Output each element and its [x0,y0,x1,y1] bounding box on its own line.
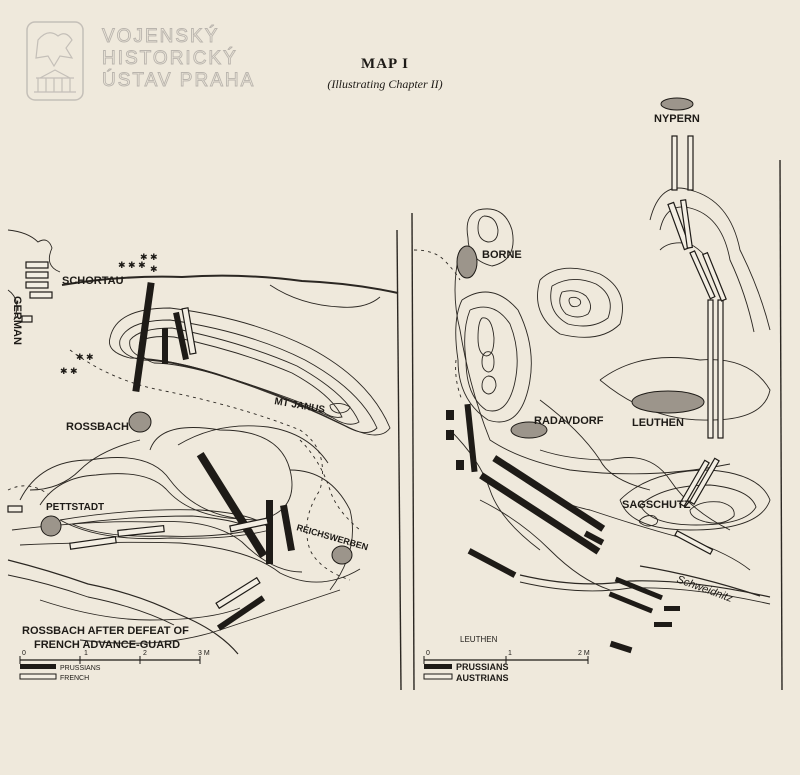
borne-village-icon [456,245,478,279]
lion-icon [35,32,74,68]
svg-text:✱ ✱: ✱ ✱ [60,366,78,376]
left-prussian-units [132,282,295,631]
rossbach-village-icon [128,411,152,433]
left-villages [40,411,353,565]
label-pettstadt: PETTSTADT [46,502,104,513]
leuthen-scale-0: 0 [426,650,430,657]
seal-icon [26,21,84,101]
pettstadt-village-icon [40,515,62,537]
label-schortau: SCHORTAU [62,275,124,287]
leuthen-scale-bar: 0 1 2 M [423,650,590,664]
legend-french-label: FRENCH [60,675,89,682]
label-radavdorf: RADAVDORF [534,415,604,427]
watermark-line-2: HISTORICKÝ [102,48,238,69]
schortau-woods-icon: ✱ ✱ ✱✱ ✱✱ ✱ ✱✱ ✱ [60,252,158,376]
legend-prussians-label-right: PRUSSIANS [456,662,509,672]
rossbach-scale-bar: 0 1 2 3 M [19,650,210,664]
rossbach-caption-line-2: FRENCH ADVANCE-GUARD [34,639,180,651]
label-sagschutz: SAGSCHUTZ [622,499,691,511]
rossbach-scale-1: 1 [84,650,88,657]
legend-prussians-swatch-right [424,664,452,669]
svg-text:✱ ✱: ✱ ✱ [76,352,94,362]
leuthen-map [413,187,771,605]
map-title: MAP I [361,56,409,72]
rossbach-caption-line-1: ROSSBACH AFTER DEFEAT OF [22,625,189,637]
rossbach-scale-2: 2 [143,650,147,657]
label-schweidnitz: Schweidnitz [675,574,735,606]
rossbach-map [7,229,399,655]
leuthen-village-icon [631,390,705,414]
label-leuthen: LEUTHEN [632,417,684,429]
label-reichswerben: REICHSWERBEN [295,522,369,552]
rossbach-scale-unit: 3 M [198,650,210,657]
reichswerben-village-icon [331,545,353,565]
legend-austrians-swatch [423,673,453,680]
watermark-line-3: ÚSTAV PRAHA [102,69,255,91]
legend-prussians-label: PRUSSIANS [60,665,101,672]
rossbach-scale-0: 0 [22,650,26,657]
leuthen-scale-1: 1 [508,650,512,657]
legend-prussians-swatch [20,664,56,669]
rossbach-legend: PRUSSIANS FRENCH [19,664,101,682]
nypern-village-icon [660,97,694,111]
label-rossbach: ROSSBACH [66,421,129,433]
svg-text:✱ ✱: ✱ ✱ [140,252,158,262]
right-prussian-units [446,403,680,654]
map-subtitle: (Illustrating Chapter II) [327,77,442,91]
label-nypern: NYPERN [654,113,700,125]
leuthen-scale-title: LEUTHEN [460,635,498,644]
legend-french-swatch [19,673,57,680]
label-german: GERMAN [11,296,23,345]
svg-text:✱ ✱ ✱: ✱ ✱ ✱ [118,260,146,270]
right-panel-border-right [779,159,783,691]
radavdorf-village-icon [510,421,548,439]
svg-text:✱: ✱ [150,264,158,274]
right-austrian-units [667,135,727,555]
archive-watermark: VOJENSKÝ HISTORICKÝ ÚSTAV PRAHA [26,21,255,101]
right-villages [456,97,705,439]
legend-austrians-label: AUSTRIANS [456,673,509,683]
left-panel-border [396,229,402,691]
leuthen-legend: PRUSSIANS AUSTRIANS [423,662,509,683]
label-borne: BORNE [482,249,522,261]
label-mt-janus: MT JANUS [273,396,326,416]
watermark-line-1: VOJENSKÝ [102,26,219,47]
leuthen-scale-unit: 2 M [578,650,590,657]
right-panel-border-left [411,212,415,691]
left-french-units [7,261,269,610]
